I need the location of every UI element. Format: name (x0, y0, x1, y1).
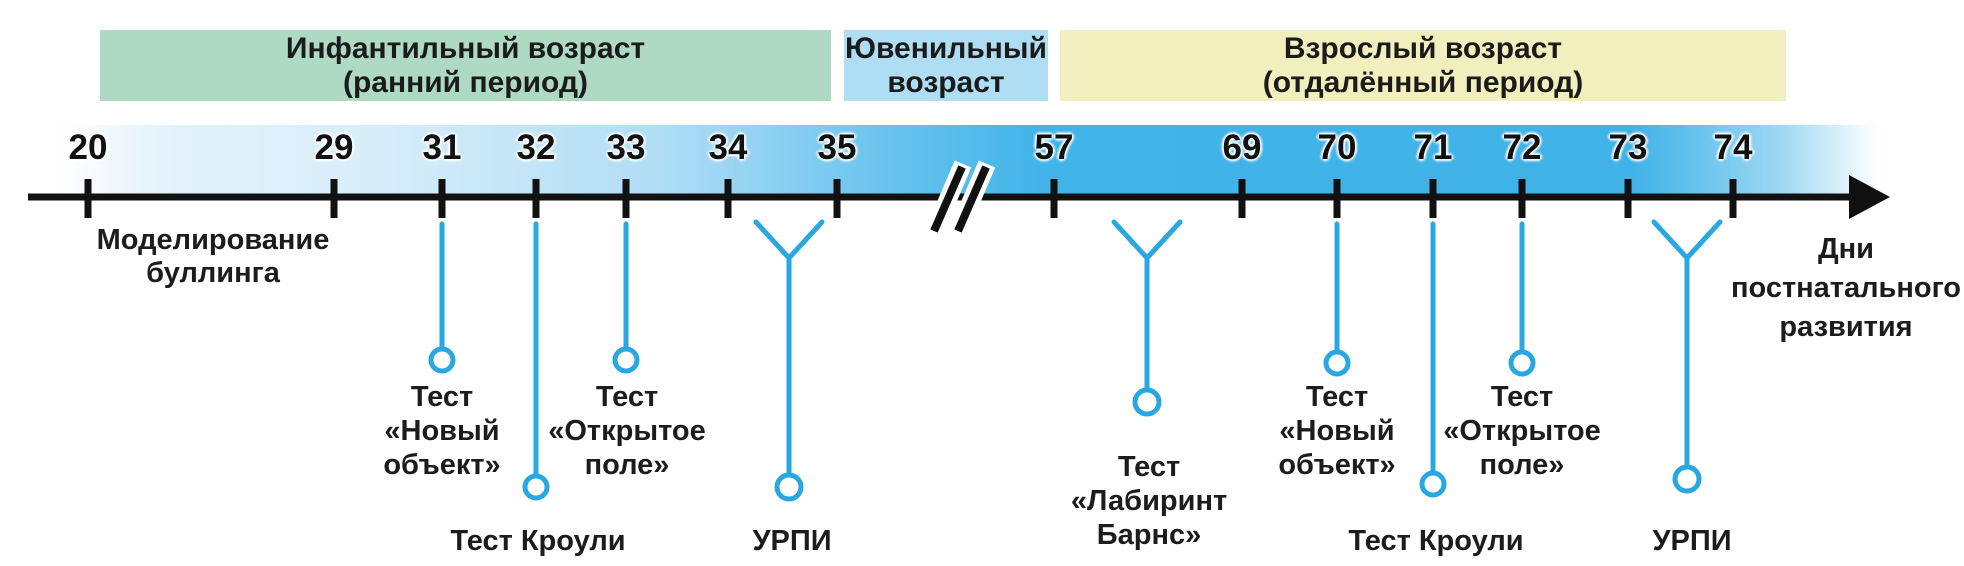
tick-label-73: 73 (1608, 128, 1648, 167)
tick-label-70: 70 (1317, 128, 1357, 167)
tick-label-69: 69 (1222, 128, 1262, 167)
tick-label-35: 35 (817, 128, 857, 167)
y-fork-marker-urpi-left (753, 219, 825, 502)
tick-label-31: 31 (422, 128, 462, 167)
event-label-novel-object-2: Тест «Новый объект» (1278, 381, 1396, 481)
pin-marker-day72 (1508, 221, 1536, 377)
tick-label-71: 71 (1413, 128, 1453, 167)
event-markers (428, 219, 1723, 502)
tick-label-34: 34 (708, 128, 748, 167)
event-label-open-field-2: Тест «Открытое поле» (1443, 381, 1601, 481)
tick-label-29: 29 (314, 128, 354, 167)
event-label-novel-object-1: Тест «Новый объект» (383, 381, 501, 481)
event-label-open-field-1: Тест «Открытое поле» (548, 381, 706, 481)
tick-label-33: 33 (606, 128, 646, 167)
pin-marker-day33 (612, 221, 640, 374)
pin-marker-day31 (428, 221, 456, 374)
y-fork-marker-urpi-right (1651, 219, 1723, 494)
pin-marker-day71 (1419, 221, 1447, 498)
axis-arrowhead-icon (1849, 175, 1890, 219)
phase-band-juvenile: Ювенильный возраст (844, 30, 1048, 101)
tick-label-72: 72 (1502, 128, 1542, 167)
event-label-urpi-2: УРПИ (1652, 525, 1732, 557)
y-fork-marker-barnes (1111, 219, 1183, 417)
pin-marker-day32 (522, 221, 550, 501)
tick-label-20: 20 (68, 128, 108, 167)
bullying-period-label: Моделирование буллинга (96, 224, 330, 289)
phase-band-infantile: Инфантильный возраст (ранний период) (100, 30, 831, 101)
phase-band-adult: Взрослый возраст (отдалённый период) (1060, 30, 1786, 101)
tick-label-32: 32 (516, 128, 556, 167)
axis-end-label: Дни постнатального развития (1730, 233, 1962, 343)
tick-label-57: 57 (1034, 128, 1074, 167)
axis-break-icon (924, 160, 996, 238)
event-label-crawley-2: Тест Кроули (1348, 525, 1524, 557)
event-label-urpi-1: УРПИ (752, 525, 832, 557)
axis-ticks (84, 179, 1737, 218)
event-label-barnes-maze: Тест «Лабиринт Барнс» (1070, 451, 1228, 551)
tick-label-74: 74 (1713, 128, 1753, 167)
event-label-crawley-1: Тест Кроули (450, 525, 626, 557)
pin-marker-day70 (1323, 221, 1351, 377)
